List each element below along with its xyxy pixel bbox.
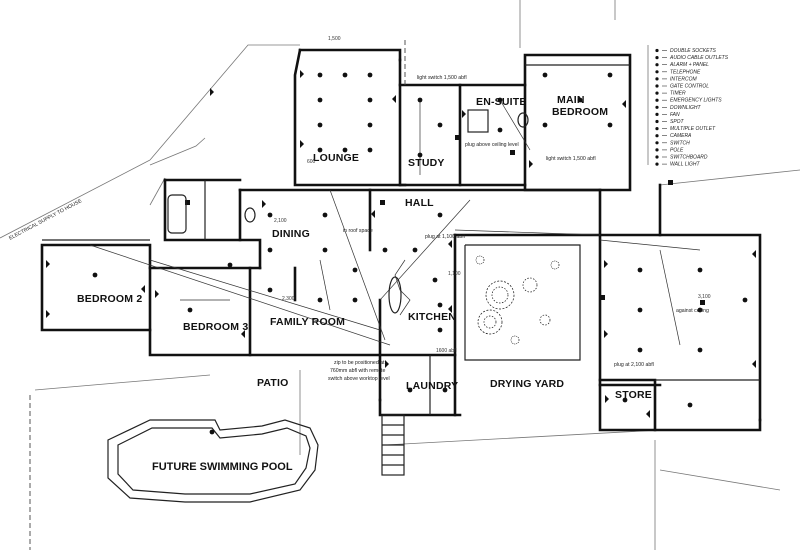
legend-item: TELEPHONE xyxy=(670,69,701,75)
downlight-icon xyxy=(92,72,748,435)
note-plug-hall: plug at 1,100 abfl xyxy=(425,234,465,240)
legend-item: TIMER xyxy=(670,91,686,97)
note-ceiling: against ceiling xyxy=(676,308,709,314)
island-icon xyxy=(388,276,402,314)
legend-item: EMERGENCY LIGHTS xyxy=(670,98,722,104)
legend-item: AUDIO CABLE OUTLETS xyxy=(669,55,729,61)
room-label-main-bedroom: MAIN xyxy=(557,94,585,106)
note-switch: light switch 1,500 abfl xyxy=(546,156,596,162)
courtyard-trees xyxy=(475,255,560,345)
legend-symbol-icon xyxy=(655,48,659,53)
room-label-hall: HALL xyxy=(405,197,434,209)
dimension: 600 xyxy=(307,159,316,165)
dimension: 1,500 xyxy=(328,36,341,42)
legend-item: DOWNLIGHT xyxy=(670,105,702,111)
legend-item: MULTIPLE OUTLET xyxy=(670,126,716,132)
room-label-main-bedroom-2: BEDROOM xyxy=(552,106,608,118)
dimension: 1,100 xyxy=(448,271,461,277)
legend-symbol-icon xyxy=(655,162,659,166)
legend-symbol-icon xyxy=(655,127,659,131)
room-label-bedroom-3: BEDROOM 3 xyxy=(183,321,248,333)
plug-icon xyxy=(185,135,705,305)
room-label-laundry: LAUNDRY xyxy=(406,380,458,392)
shower-icon xyxy=(467,109,489,133)
legend-item: SWITCH xyxy=(670,140,690,146)
note-switch: light switch 1,500 abfl xyxy=(417,75,467,81)
room-label-pool: FUTURE SWIMMING POOL xyxy=(152,461,293,473)
room-label-patio: PATIO xyxy=(257,377,289,389)
room-label-en-suite: EN-SUITE xyxy=(476,96,527,108)
bathtub-icon xyxy=(167,194,187,234)
note-laundry: switch above worktop level xyxy=(328,376,390,382)
room-label-lounge: LOUNGE xyxy=(313,152,359,164)
dimension: 2,300 xyxy=(282,296,295,302)
fixture-symbols xyxy=(46,70,756,435)
legend-item: SPOT xyxy=(670,119,685,125)
swimming-pool xyxy=(29,395,319,550)
note-laundry: 760mm abfl with remote xyxy=(330,368,385,374)
note-roof-space: in roof space xyxy=(343,228,373,234)
room-label-bedroom-2: BEDROOM 2 xyxy=(77,293,142,305)
dimension: 3,100 xyxy=(698,294,711,300)
room-label-kitchen: KITCHEN xyxy=(408,311,456,323)
legend-symbol-icon xyxy=(655,91,659,95)
room-labels: LOUNGE STUDY EN-SUITE MAIN BEDROOM HALL … xyxy=(77,94,652,473)
legend-symbol-icon xyxy=(655,56,659,60)
note-plug: plug above ceiling level xyxy=(465,142,519,148)
room-label-study: STUDY xyxy=(408,157,445,169)
legend-item: INTERCOM xyxy=(670,76,698,82)
legend-item: ALARM + PANEL xyxy=(669,62,709,68)
legend-item: FAN xyxy=(670,112,680,118)
legend-symbol-icon xyxy=(655,63,659,67)
wiring-lines xyxy=(89,99,701,346)
room-label-drying-yard: DRYING YARD xyxy=(490,378,564,390)
legend-item: WALL LIGHT xyxy=(670,162,700,168)
dimension: 2,100 xyxy=(274,218,287,224)
room-label-dining: DINING xyxy=(272,228,310,240)
legend-symbol-icon xyxy=(655,134,659,138)
legend-symbol-icon xyxy=(655,141,659,145)
legend-symbol-icon xyxy=(655,70,659,74)
note-plug-right: plug at 2,100 abfl xyxy=(614,362,654,368)
room-label-family-room: FAMILY ROOM xyxy=(270,316,345,328)
toilet-icon xyxy=(244,207,256,223)
walls xyxy=(40,40,762,476)
legend-item: CAMERA xyxy=(670,133,692,139)
legend-symbol-icon xyxy=(655,77,659,81)
legend-symbol-icon xyxy=(655,119,659,124)
legend-symbol-icon xyxy=(655,84,659,88)
legend-symbol-icon xyxy=(655,98,659,102)
room-label-store: STORE xyxy=(615,389,652,401)
legend-item: SWITCHBOARD xyxy=(670,155,708,161)
note-laundry: zip to be positioned at xyxy=(334,360,385,366)
legend-symbol-icon xyxy=(655,112,659,116)
legend-item: DOUBLE SOCKETS xyxy=(670,48,717,54)
toilet-icon xyxy=(517,112,529,128)
legend-symbol-icon xyxy=(655,148,659,152)
dimension: 1600 abfl xyxy=(436,348,457,354)
legend-item: POLE xyxy=(670,147,684,153)
legend-symbol-icon xyxy=(655,105,659,109)
note-side: ELECTRICAL SUPPLY TO HOUSE xyxy=(8,198,83,242)
legend-item: GATE CONTROL xyxy=(670,84,709,90)
socket-icon xyxy=(46,70,756,418)
legend-symbol-icon xyxy=(655,155,659,159)
